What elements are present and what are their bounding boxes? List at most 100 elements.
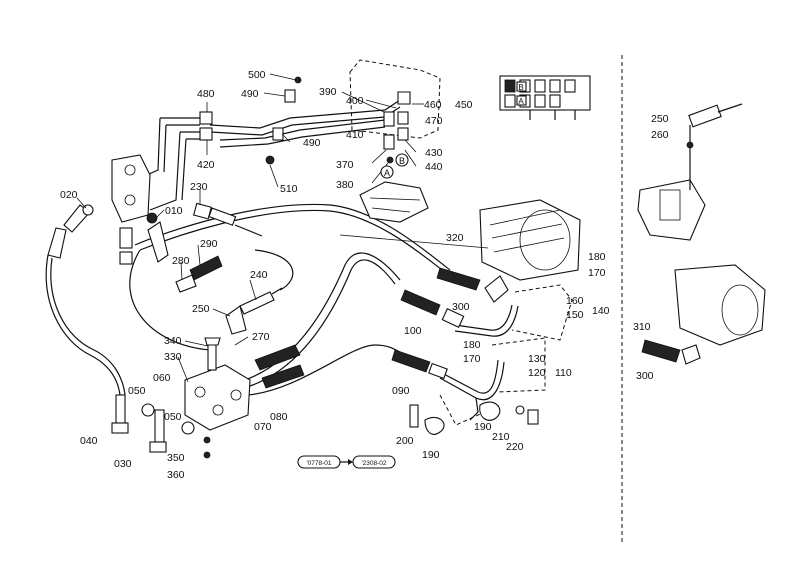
hose-long-left-2 [50,257,126,396]
part-label-050-upper: 050 [128,385,146,397]
part-label-250-right: 250 [651,113,669,125]
hose-loop-lower [129,249,211,351]
part-label-170-top: 170 [588,267,606,279]
part-label-040: 040 [80,435,98,447]
right-panel-cylinder [641,264,766,365]
part-labels: 500 480 490 390 400 460 450 470 410 490 … [60,69,669,481]
hose-loop-upper-2 [139,209,447,274]
part-label-110: 110 [555,367,572,379]
part-label-300: 300 [452,301,470,313]
part-label-010: 010 [165,205,183,217]
fitting-020 [47,204,94,259]
right-panel-valve [637,103,743,241]
part-label-080: 080 [270,411,288,423]
dash-box-110 [491,337,546,393]
part-label-400: 400 [346,95,364,107]
part-label-420: 420 [197,159,215,171]
part-label-500: 500 [248,69,266,81]
marker-B-label: B [399,156,405,166]
part-label-150: 150 [566,309,584,321]
hose-loop-upper [134,203,451,271]
fitting-010 [146,212,169,263]
part-label-210: 210 [492,431,510,443]
part-label-280: 280 [172,255,190,267]
part-label-070: 070 [254,421,272,433]
leader-lines [76,73,489,383]
part-label-260: 260 [651,129,669,141]
pipe-110-3 [469,397,479,421]
fittings-100 [400,289,465,328]
pipe-140 [454,304,513,331]
marker-B-small: B [516,81,527,92]
hose-090 [247,344,401,396]
part-label-250: 250 [192,303,210,315]
part-label-120: 120 [528,367,546,379]
part-label-190-right: 190 [474,421,492,433]
part-label-140: 140 [592,305,610,317]
part-label-170-mid: 170 [463,353,481,365]
part-label-380: 380 [336,179,354,191]
part-label-050-lower: 050 [164,411,182,423]
dash-box-top [349,59,441,139]
part-label-160: 160 [566,295,584,307]
hose-080-2 [249,259,396,387]
part-label-270: 270 [252,331,270,343]
marker-A: A [380,165,394,179]
hose-to-240 [254,249,294,291]
pipe-140-2 [454,305,519,337]
engine-block [359,181,429,223]
part-label-190-lower: 190 [422,449,440,461]
left-manifold [111,154,151,265]
part-label-090: 090 [392,385,410,397]
revision-codes: '0778-01 '2308-02 [297,455,396,469]
part-label-490-top: 490 [241,88,259,100]
marker-A-small: A [516,95,527,106]
part-label-220: 220 [506,441,524,453]
hose-long-left [45,254,121,396]
fittings-left-bottom [111,394,211,459]
part-label-020: 020 [60,189,78,201]
fittings-080 [254,344,305,389]
part-label-100: 100 [404,325,422,337]
part-label-340: 340 [164,335,182,347]
part-label-350: 350 [167,452,185,464]
part-label-130: 130 [528,353,546,365]
valve-bank-small [499,75,591,120]
clamp-parts [409,401,539,435]
part-label-450: 450 [455,99,473,111]
part-label-360: 360 [167,469,185,481]
fitting-240 [225,287,283,335]
part-label-470: 470 [425,115,443,127]
part-label-490-mid: 490 [303,137,321,149]
part-label-460: 460 [424,99,442,111]
marker-A2-label: A [518,97,524,106]
part-label-310: 310 [633,321,651,333]
part-label-390: 390 [319,86,337,98]
fittings-300 [436,267,509,303]
part-label-430: 430 [425,147,443,159]
part-label-320: 320 [446,232,464,244]
part-label-180-top: 180 [588,251,606,263]
part-label-180-mid: 180 [463,339,481,351]
pipe-110 [439,359,499,394]
part-label-240: 240 [250,269,268,281]
marker-A-label: A [384,168,390,178]
tube-mid-2 [181,138,200,201]
cylinder-320 [479,199,581,281]
marker-B2-label: B [518,83,523,92]
revision-code-left: '0778-01 [306,460,331,467]
part-label-290: 290 [200,238,218,250]
part-label-060: 060 [153,372,171,384]
revision-code-right: '2308-02 [361,460,386,467]
part-label-330: 330 [164,351,182,363]
part-label-440: 440 [425,161,443,173]
fitting-230 [193,202,263,237]
control-valve-330 [184,337,251,431]
part-label-200: 200 [396,435,414,447]
part-label-300-right: 300 [636,370,654,382]
tube-left-vert-2 [163,124,200,173]
part-label-510: 510 [280,183,298,195]
tube-left-vert [139,117,200,179]
